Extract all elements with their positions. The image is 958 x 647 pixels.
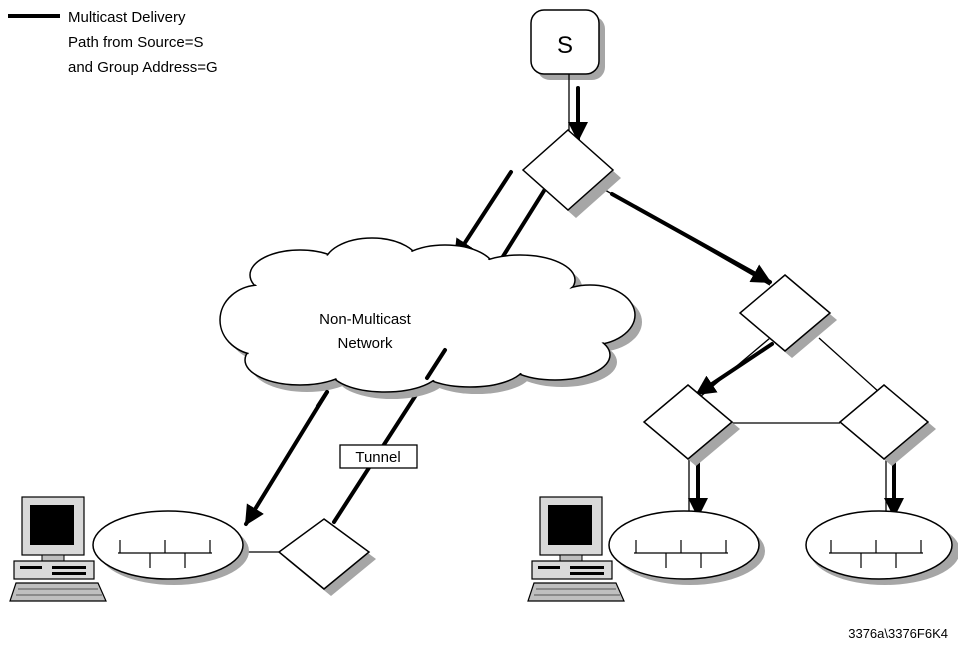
- tunnel-label: Tunnel: [355, 449, 400, 466]
- host-computer-left: [9, 496, 107, 602]
- path-to-left-bottom-router: [695, 342, 774, 396]
- path-to-right-router: [610, 192, 772, 284]
- legend-text-line3: and Group Address=G: [68, 59, 218, 76]
- router-right: [738, 274, 837, 358]
- source-node: S: [530, 9, 605, 80]
- tunnel-label-box: Tunnel: [339, 444, 418, 469]
- figure-id: 3376a\3376F6K4: [848, 626, 948, 641]
- router-top: [521, 128, 621, 218]
- legend-text-line2: Path from Source=S: [68, 34, 203, 51]
- lan-right: [805, 510, 958, 585]
- router-left-bottom: [642, 384, 740, 466]
- path-tunnel-lower-overlay: [425, 348, 447, 380]
- router-right-bottom: [838, 384, 936, 466]
- path-cloud-to-host: [244, 390, 329, 526]
- lan-middle: [608, 510, 765, 585]
- path-cloud-to-host-overlay: [316, 390, 329, 408]
- path-to-cloud: [453, 170, 513, 260]
- host-computer-right: [527, 496, 625, 602]
- lan-left: [92, 510, 249, 585]
- source-label: S: [557, 32, 573, 59]
- legend-text-line1: Multicast Delivery: [68, 9, 186, 26]
- cloud-label-line1: Non-Multicast: [319, 311, 412, 328]
- cloud-label-line2: Network: [337, 335, 393, 352]
- router-tunnel-endpoint: [277, 518, 376, 596]
- legend: Multicast Delivery Path from Source=S an…: [8, 9, 218, 76]
- non-multicast-cloud: Non-Multicast Network: [219, 237, 642, 399]
